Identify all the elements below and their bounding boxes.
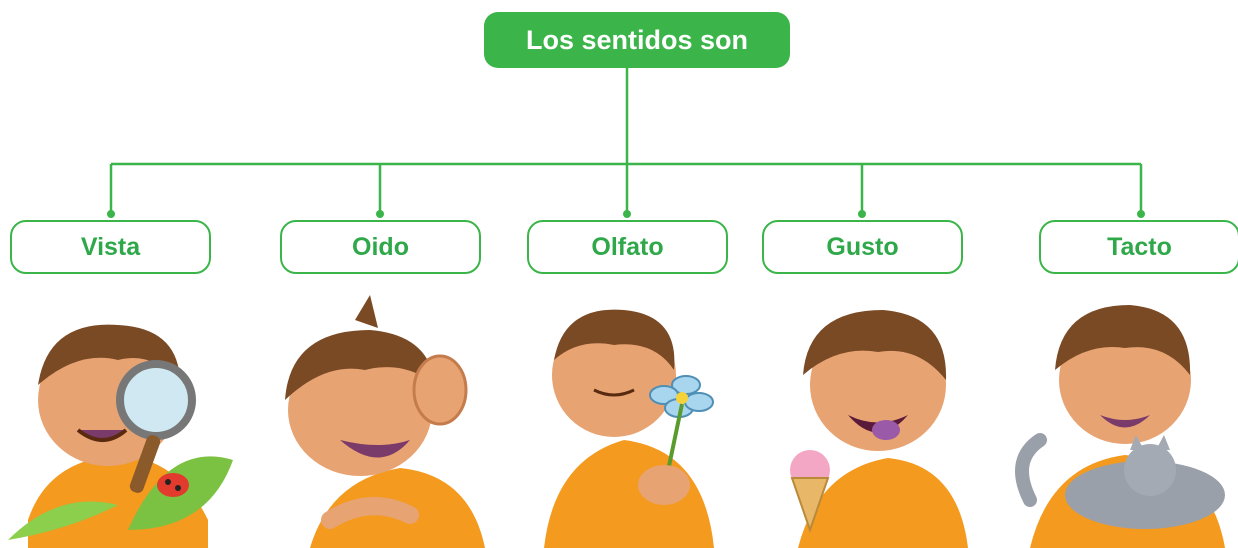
gusto-boy-ice-cream-illustration <box>790 310 968 548</box>
sense-node-oido: Oido <box>280 220 481 274</box>
sense-node-vista: Vista <box>10 220 211 274</box>
olfato-boy-smelling-illustration <box>544 309 714 548</box>
oido-boy-listening-illustration <box>285 295 485 548</box>
sense-node-tacto: Tacto <box>1039 220 1238 274</box>
root-node-title: Los sentidos son <box>484 12 790 68</box>
tacto-boy-hugging-cat-illustration <box>1015 305 1225 548</box>
sense-node-gusto: Gusto <box>762 220 963 274</box>
sense-node-olfato: Olfato <box>527 220 728 274</box>
vista-boy-magnifier-illustration <box>8 324 233 548</box>
